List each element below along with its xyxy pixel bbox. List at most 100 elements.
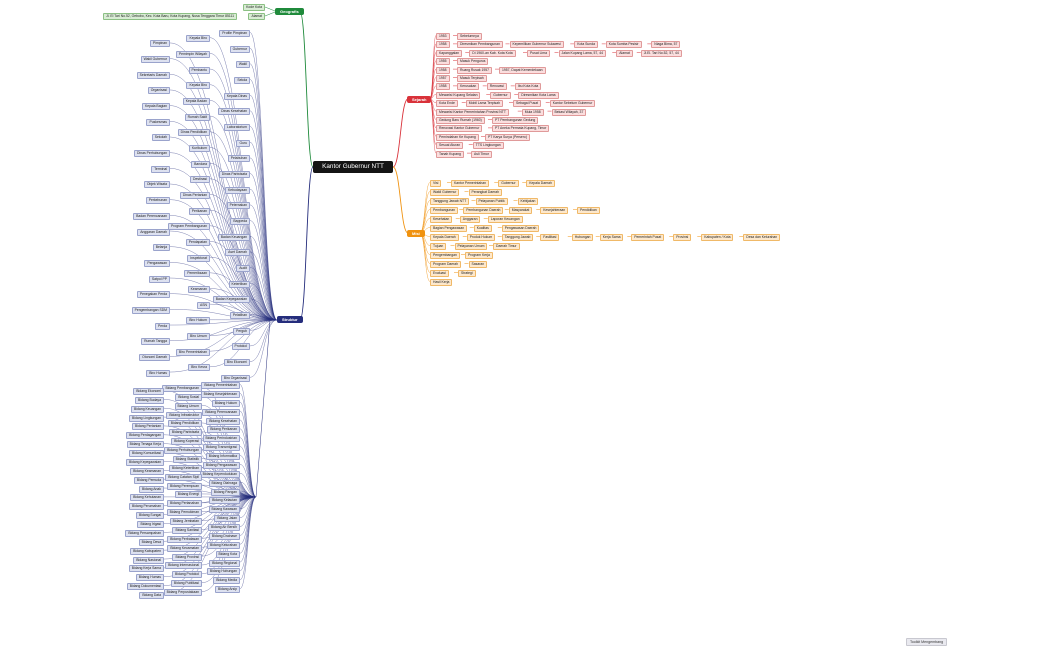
mindmap-node[interactable]: Pengawasan (144, 259, 170, 267)
mindmap-node[interactable]: Pergub (233, 327, 250, 335)
mindmap-node[interactable]: Bidang Anak (138, 485, 164, 493)
mindmap-node[interactable]: Kepala Biro (186, 82, 210, 90)
mindmap-node[interactable]: Bidang Transmigrasi (203, 444, 240, 452)
mindmap-node[interactable]: Badan Perencanaan (133, 212, 170, 220)
branch-geografis[interactable]: Geografis (275, 8, 304, 15)
mindmap-node[interactable]: Bidang Kelautan (209, 497, 240, 505)
mindmap-node[interactable]: Bidang Dokumentasi (126, 583, 164, 591)
mindmap-node[interactable]: Kepemilikan Gubernur Sulawesi (509, 41, 564, 49)
mindmap-node[interactable]: Jl.El. Tari No.52, 57, 44 (640, 49, 682, 57)
mindmap-node[interactable]: Produk Hukum (466, 234, 496, 241)
mindmap-node[interactable]: Anggaran (459, 216, 481, 223)
mindmap-node[interactable]: Hubungan (571, 234, 594, 241)
mindmap-node[interactable]: Bidang Perindustrian (202, 435, 240, 443)
mindmap-node[interactable]: Pelayanan Umum (454, 243, 488, 250)
mindmap-node[interactable]: Keamanan (187, 285, 210, 293)
mindmap-node[interactable]: Dinas Kesehatan (218, 108, 250, 116)
mindmap-node[interactable]: 1958 (436, 66, 450, 74)
mindmap-node[interactable]: Tanggung Jawab NTT (430, 198, 470, 205)
mindmap-node[interactable]: Diresmikan Pembangunan (457, 41, 503, 49)
mindmap-node[interactable]: Bidang Lingkungan (128, 414, 164, 422)
mindmap-node[interactable]: Bidang Pertanahan (166, 500, 202, 508)
mindmap-node[interactable]: Puskesmas (146, 118, 170, 126)
mindmap-node[interactable]: Dinas Pendidikan (177, 129, 210, 137)
mindmap-node[interactable]: Pelatihan (229, 312, 250, 320)
mindmap-node[interactable]: Jalan Kupang Lama, 57, 44 (558, 49, 606, 57)
mindmap-node[interactable]: Masuk Pengurus (457, 58, 489, 66)
mindmap-node[interactable]: Bidang Ekonomi (133, 387, 164, 395)
mindmap-node[interactable]: Bidang Kabupaten (130, 547, 164, 555)
mindmap-node[interactable]: Rumah Tangga (141, 338, 170, 346)
mindmap-node[interactable]: Pembantu (188, 66, 210, 74)
mindmap-node[interactable]: Kota Ende (436, 100, 458, 108)
mindmap-node[interactable]: Terminal (151, 165, 170, 173)
mindmap-node[interactable]: Laporan Keuangan (487, 216, 523, 223)
mindmap-node[interactable]: Gubernur (498, 180, 519, 187)
mindmap-node[interactable]: Belanja (152, 244, 170, 252)
mindmap-node[interactable]: Bidang Perumahan (128, 503, 164, 511)
mindmap-node[interactable]: Kepala Bagian (141, 103, 170, 111)
mindmap-node[interactable]: Gubernur (229, 45, 250, 53)
mindmap-node[interactable]: Bidang Publikasi (170, 580, 202, 588)
mindmap-node[interactable]: Bandara (191, 160, 210, 168)
mindmap-node[interactable]: Bidang Hukum (211, 399, 240, 407)
mindmap-node[interactable]: Bidang Perencanaan (202, 408, 240, 416)
mindmap-node[interactable]: Evaluasi (430, 270, 449, 277)
mindmap-node[interactable]: Fasilitasi (540, 234, 560, 241)
mindmap-node[interactable]: Bidang Kelurahan (207, 541, 240, 549)
mindmap-node[interactable]: Bidang Internasional (165, 562, 202, 570)
mindmap-node[interactable]: 1953 (436, 33, 450, 40)
mindmap-node[interactable]: Diresmikan Kota Lama (518, 91, 559, 99)
mindmap-node[interactable]: Pemeriksaan (184, 270, 210, 278)
mindmap-node[interactable]: Biro Hukum (186, 317, 210, 325)
mindmap-node[interactable]: Pusat Lima (527, 49, 550, 57)
mindmap-node[interactable]: Wakil (235, 61, 250, 69)
mindmap-node[interactable]: Visi (430, 180, 442, 187)
mindmap-node[interactable]: Bidang Ketertiban (169, 464, 202, 472)
mindmap-node[interactable]: Pendapatan (185, 238, 210, 246)
mindmap-node[interactable]: Sebelumnya (457, 33, 482, 40)
mindmap-node[interactable]: Bidang Desa (138, 538, 164, 546)
mindmap-node[interactable]: Gubernur (490, 91, 511, 99)
mindmap-node[interactable]: Bidang Kesejahteraan (200, 390, 240, 398)
mindmap-node[interactable]: Asli Timor (471, 150, 492, 158)
branch-struktur[interactable]: Struktur (277, 316, 303, 323)
mindmap-node[interactable]: Bidang Pemukiman (166, 509, 202, 517)
mindmap-node[interactable]: Pelabuhan (227, 155, 250, 163)
mindmap-node[interactable]: Wakil Gubernur (140, 56, 170, 64)
mindmap-node[interactable]: 1958 (436, 41, 450, 49)
mindmap-node[interactable]: Bidang Perhubungan (164, 447, 202, 455)
mindmap-node[interactable]: Laboratorium (224, 124, 250, 132)
branch-sejarah[interactable]: Sejarah (407, 96, 432, 103)
mindmap-node[interactable]: Bidang Pertanian (131, 423, 164, 431)
mindmap-node[interactable]: Bidang Kecamatan (167, 544, 202, 552)
mindmap-node[interactable]: Destinasi (190, 176, 210, 184)
mindmap-node[interactable]: ASN (197, 301, 210, 309)
branch-misi[interactable]: Misi (407, 230, 425, 237)
mindmap-node[interactable]: PT Karya Surya (Persero) (485, 133, 530, 141)
mindmap-node[interactable]: Bidang Regional (209, 559, 240, 567)
mindmap-node[interactable]: Aset Daerah (225, 249, 250, 257)
mindmap-node[interactable]: Perda (154, 322, 170, 330)
mindmap-node[interactable]: Kerja Sama (599, 234, 624, 241)
mindmap-node[interactable]: Rumah Sakit (184, 113, 210, 121)
mindmap-node[interactable]: Kebudayaan (224, 186, 250, 194)
mindmap-node[interactable]: Kota Sunda (574, 41, 598, 49)
mindmap-node[interactable]: Pemerintah Pusat (631, 234, 665, 241)
mindmap-node[interactable]: Kesejahteraan (540, 207, 569, 214)
mindmap-node[interactable]: Bidang Keamanan (130, 467, 164, 475)
mindmap-node[interactable]: Bidang Koperasi (171, 438, 202, 446)
mindmap-node[interactable]: Protokol (231, 343, 250, 351)
mindmap-node[interactable]: Bidang Infrastruktur (166, 411, 202, 419)
mindmap-node[interactable]: Mobil Lama Terpisah (465, 100, 503, 108)
mindmap-node[interactable]: Bidang Kehutanan (130, 494, 164, 502)
mindmap-node[interactable]: Program Daerah (430, 261, 462, 268)
mindmap-node[interactable]: Kepala Daerah (526, 180, 555, 187)
mindmap-node[interactable]: Renovasi Kantor Gubernur (436, 125, 483, 133)
mindmap-node[interactable]: Pemimpin Wilayah (175, 50, 210, 58)
mindmap-node[interactable]: Sekolah (151, 134, 170, 142)
mindmap-node[interactable]: Ketertiban (228, 280, 250, 288)
mindmap-node[interactable]: Tanggung Jawab (501, 234, 534, 241)
mindmap-node[interactable]: Pendidikan (577, 207, 600, 214)
mindmap-node[interactable]: Bidang Keuangan (131, 405, 164, 413)
